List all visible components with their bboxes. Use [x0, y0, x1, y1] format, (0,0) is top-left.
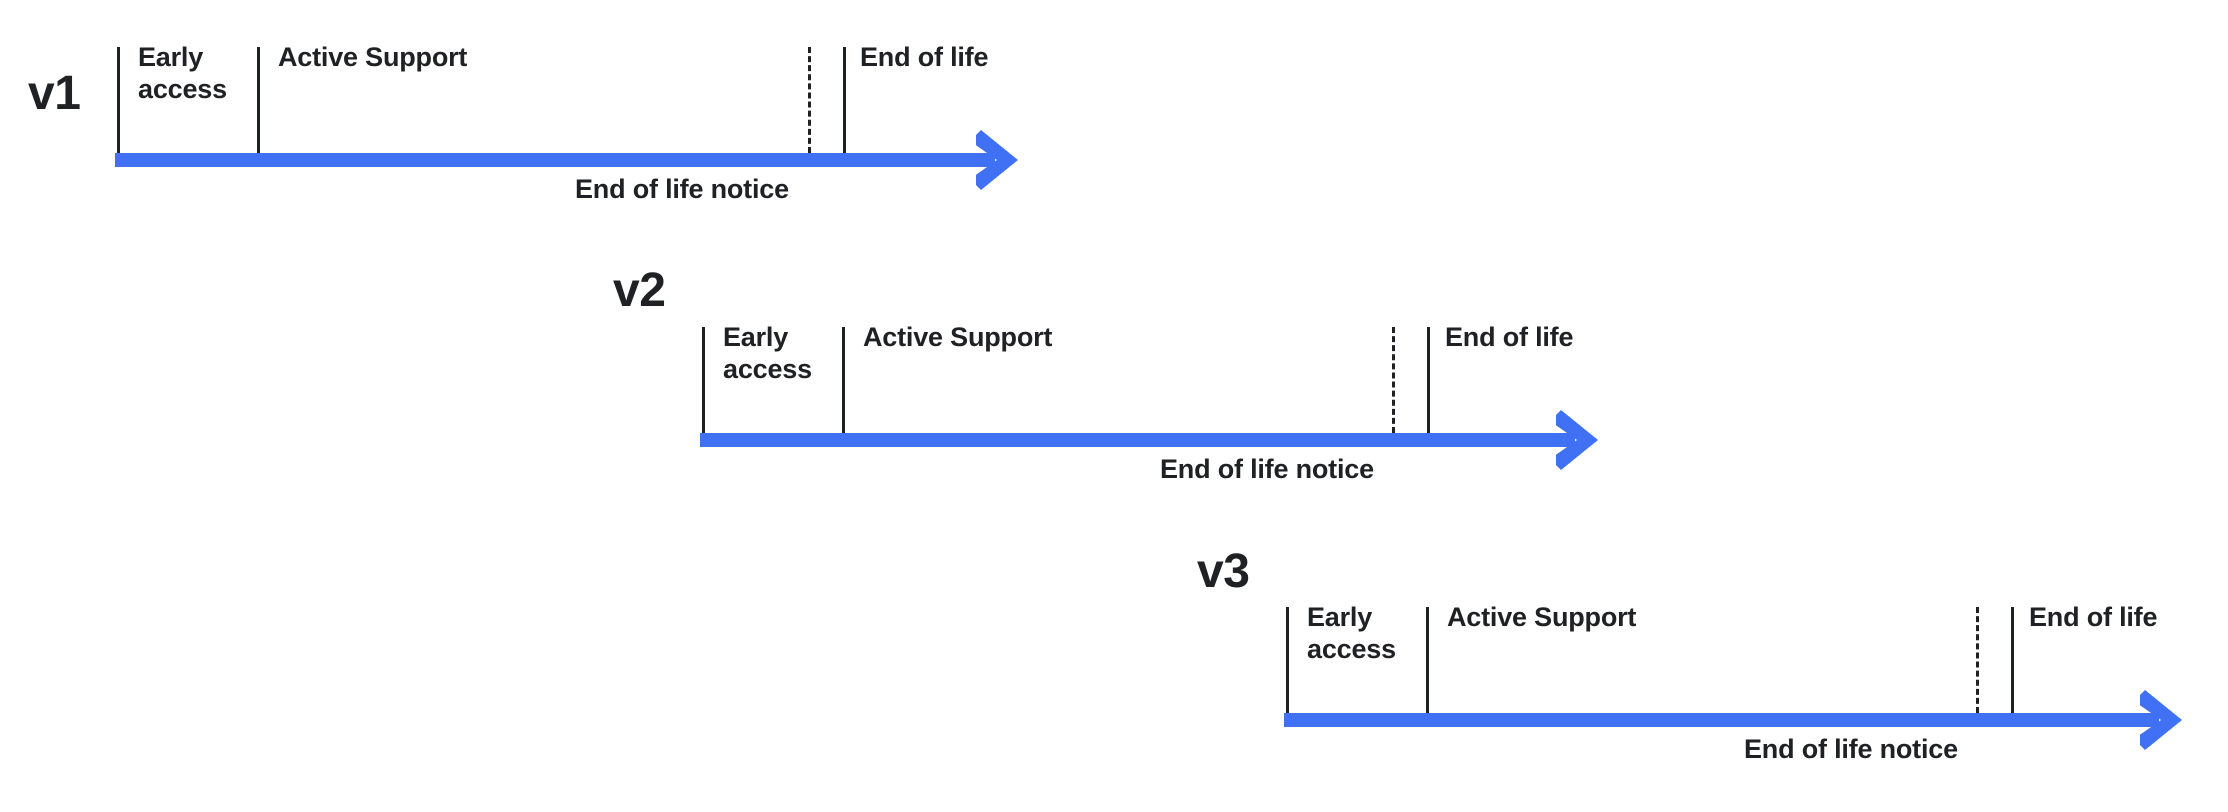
milestone-tick-v2-0 — [702, 327, 705, 433]
end-of-life-notice-label-v2: End of life notice — [1160, 454, 1374, 484]
timeline-arrow-head-v3 — [2140, 690, 2182, 750]
phase-label-v1-2: End of life — [860, 42, 989, 72]
timeline-arrow-head-v2 — [1556, 410, 1598, 470]
milestone-tick-v1-0 — [117, 47, 120, 153]
phase-label-v2-2: End of life — [1445, 322, 1574, 352]
milestone-tick-v1-2 — [808, 47, 811, 153]
milestone-tick-v1-1 — [257, 47, 260, 153]
end-of-life-notice-label-v1: End of life notice — [575, 174, 789, 204]
phase-label-v2-1: Active Support — [863, 322, 1053, 352]
timeline-bar-v3 — [1284, 713, 2159, 727]
milestone-tick-v3-1 — [1426, 607, 1429, 713]
phase-label-v3-0: Early access — [1307, 602, 1396, 664]
version-label-v3: v3 — [1197, 545, 1250, 598]
milestone-tick-v3-3 — [2011, 607, 2014, 713]
phase-label-v1-0: Early access — [138, 42, 227, 104]
version-label-v2: v2 — [613, 264, 666, 317]
end-of-life-notice-label-v3: End of life notice — [1744, 734, 1958, 764]
timeline-arrow-head-v1 — [976, 130, 1018, 190]
phase-label-v3-1: Active Support — [1447, 602, 1637, 632]
milestone-tick-v1-3 — [843, 47, 846, 153]
milestone-tick-v2-2 — [1392, 327, 1395, 433]
timeline-bar-v2 — [700, 433, 1575, 447]
milestone-tick-v3-0 — [1286, 607, 1289, 713]
milestone-tick-v2-3 — [1427, 327, 1430, 433]
phase-label-v3-2: End of life — [2029, 602, 2158, 632]
phase-label-v1-1: Active Support — [278, 42, 468, 72]
milestone-tick-v3-2 — [1976, 607, 1979, 713]
version-label-v1: v1 — [28, 67, 81, 120]
milestone-tick-v2-1 — [842, 327, 845, 433]
phase-label-v2-0: Early access — [723, 322, 812, 384]
timeline-bar-v1 — [115, 153, 995, 167]
